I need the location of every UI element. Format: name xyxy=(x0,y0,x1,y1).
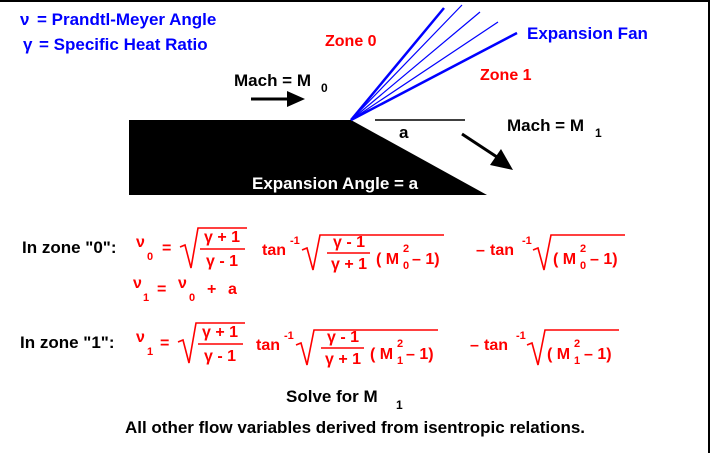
mach-term: ( M xyxy=(376,251,399,268)
nu-definition: = Prandtl-Meyer Angle xyxy=(37,10,216,29)
sqrt-icon xyxy=(532,234,625,271)
expansion-fan-label: Expansion Fan xyxy=(527,24,648,43)
nu-relation: ν 1 = ν 0 + a xyxy=(133,275,237,304)
angle-symbol: a xyxy=(399,123,409,142)
gamma-definition: = Specific Heat Ratio xyxy=(39,35,208,54)
mach-term: ( M xyxy=(370,346,393,363)
subscript: 1 xyxy=(397,355,403,367)
legend: ν = Prandtl-Meyer Angle γ = Specific Hea… xyxy=(20,10,216,54)
fan-line xyxy=(350,11,481,121)
minus-one: – 1) xyxy=(584,346,612,363)
subscript: 0 xyxy=(580,260,586,272)
subscript: 0 xyxy=(147,251,153,263)
minus: – xyxy=(470,337,479,354)
gamma-symbol: γ xyxy=(23,35,33,54)
sqrt-icon xyxy=(301,234,444,271)
superscript: 2 xyxy=(403,243,409,255)
inverse-superscript: -1 xyxy=(516,330,526,342)
fraction-numerator: γ - 1 xyxy=(333,234,365,251)
superscript: 2 xyxy=(580,243,586,255)
minus-one: – 1) xyxy=(590,251,618,268)
expansion-angle-label: Expansion Angle = a xyxy=(252,174,419,193)
tan: tan xyxy=(256,337,280,354)
nu-symbol: ν xyxy=(136,329,145,346)
fraction-denominator: γ - 1 xyxy=(204,348,236,365)
subscript: 1 xyxy=(574,355,580,367)
zone0-label: Zone 0 xyxy=(325,33,377,50)
nu-symbol: ν xyxy=(20,10,29,29)
expansion-fan-lines xyxy=(350,4,518,122)
fan-line-leading xyxy=(350,7,445,121)
tan: tan xyxy=(484,337,508,354)
solve-subscript: 1 xyxy=(396,398,403,412)
plus: + xyxy=(207,281,216,298)
sqrt-icon xyxy=(295,329,438,366)
fan-line xyxy=(350,21,499,121)
superscript: 2 xyxy=(397,338,403,350)
fraction-numerator: γ - 1 xyxy=(327,329,359,346)
mach1-subscript: 1 xyxy=(595,126,602,140)
superscript: 2 xyxy=(574,338,580,350)
flow-arrow-icon xyxy=(461,132,513,170)
nu-symbol: ν xyxy=(178,275,187,292)
fraction-denominator: γ + 1 xyxy=(325,351,361,368)
wedge-body xyxy=(129,120,487,195)
fraction-denominator: γ - 1 xyxy=(206,253,238,270)
tan: tan xyxy=(262,242,286,259)
mach0-subscript: 0 xyxy=(321,81,328,95)
minus: – xyxy=(476,242,485,259)
mach1-label: Mach = M xyxy=(507,116,584,135)
zone0-equation: In zone "0": ν 0 = γ + 1 γ - 1 tan -1 γ … xyxy=(22,227,625,273)
solve-instruction: Solve for M xyxy=(286,387,378,406)
inverse-superscript: -1 xyxy=(284,330,294,342)
subscript: 1 xyxy=(143,292,149,304)
sqrt-icon xyxy=(526,329,619,366)
subscript: 0 xyxy=(403,260,409,272)
fraction-denominator: γ + 1 xyxy=(331,256,367,273)
minus-one: – 1) xyxy=(412,251,440,268)
mach0-label: Mach = M xyxy=(234,71,311,90)
tan: tan xyxy=(490,242,514,259)
fraction-numerator: γ + 1 xyxy=(204,229,240,246)
minus-one: – 1) xyxy=(406,346,434,363)
subscript: 0 xyxy=(189,292,195,304)
angle-a: a xyxy=(228,281,237,298)
zone1-label: Zone 1 xyxy=(480,67,532,84)
nu-symbol: ν xyxy=(136,234,145,251)
fan-line xyxy=(350,4,463,121)
mach-term: ( M xyxy=(553,251,576,268)
equals: = xyxy=(160,335,169,352)
mach-term: ( M xyxy=(547,346,570,363)
zone1-equation-label: In zone "1": xyxy=(20,333,115,352)
nu-symbol: ν xyxy=(133,275,142,292)
zone0-equation-label: In zone "0": xyxy=(22,238,117,257)
sqrt-icon xyxy=(179,227,247,269)
inverse-superscript: -1 xyxy=(522,235,532,247)
equals: = xyxy=(162,240,171,257)
sqrt-icon xyxy=(177,322,245,364)
fraction-numerator: γ + 1 xyxy=(202,324,238,341)
fan-line-trailing xyxy=(350,31,518,122)
isentropic-note: All other flow variables derived from is… xyxy=(125,418,585,437)
flow-arrow-icon xyxy=(251,91,305,107)
zone1-equation: In zone "1": ν 1 = γ + 1 γ - 1 tan -1 γ … xyxy=(20,322,619,368)
equals: = xyxy=(157,281,166,298)
subscript: 1 xyxy=(147,346,153,358)
inverse-superscript: -1 xyxy=(290,235,300,247)
